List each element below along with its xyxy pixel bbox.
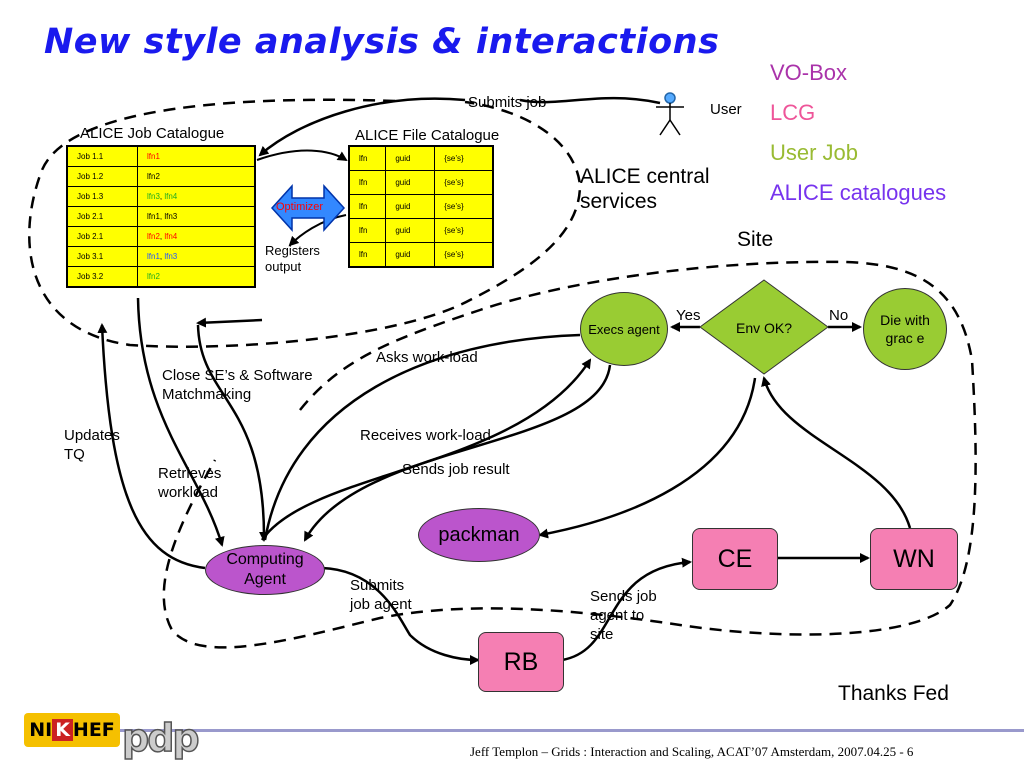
legend-lcg: LCG [770,100,816,125]
job-catalogue-row: Job 3.2 lfn2 [66,266,256,288]
lfn-entry: lfn2 [147,232,160,241]
lfn-entry: lfn4 [164,192,178,201]
job-lfn-cell: lfn1, lfn3 [137,246,256,267]
job-lfn-cell: lfn1, lfn3 [137,206,256,227]
job-id-cell: Job 1.2 [66,166,138,187]
job-lfn-cell: lfn2 [137,266,256,288]
job-id-cell: Job 2.1 [66,206,138,227]
job-id-cell: Job 1.1 [66,145,138,167]
job-id-cell: Job 2.1 [66,226,138,247]
footer-divider [110,729,1024,732]
label-asks-workload: Asks work-load [376,349,478,366]
label-optimizer: Optimizer [276,201,324,213]
central-services-region [28,98,582,348]
file-guid-cell: guid [385,194,436,219]
node-ce: CE [692,528,778,590]
node-execs-agent: Execs agent [580,292,668,366]
node-computing-agent: Computing Agent [205,545,325,595]
label-yes: Yes [676,307,701,324]
label-user: User [710,101,742,118]
thanks-text: Thanks Fed [838,682,949,705]
user-icon [656,92,684,136]
lfn-entry: lfn2 [147,272,160,281]
node-env-ok: Env OK? [735,319,793,336]
lfn-entry: lfn3 [164,212,178,221]
file-guid-cell: guid [385,145,436,171]
footer-text: Jeff Templon – Grids : Interaction and S… [470,744,914,759]
job-catalogue-row: Job 1.1 lfn1 [66,145,256,167]
file-guid-cell: guid [385,242,436,268]
node-die-with-grace: Die with grac e [863,288,947,370]
job-id-cell: Job 1.3 [66,186,138,207]
site-region [162,260,977,649]
job-id-cell: Job 3.1 [66,246,138,267]
file-lfn-cell: lfn [348,194,387,219]
node-packman: packman [418,508,540,562]
legend-vo-box: VO-Box [770,60,848,85]
page-title: New style analysis & interactions [44,22,720,62]
lfn-entry: lfn3 [147,192,160,201]
job-lfn-cell: lfn1 [137,145,256,167]
optimizer-arrow-icon [270,184,346,232]
label-job-catalogue: ALICE Job Catalogue [80,125,225,142]
lfn-entry: lfn1 [147,252,160,261]
file-lfn-cell: lfn [348,170,387,195]
lfn-entry: lfn4 [164,232,178,241]
legend-alice-catalogues: ALICE catalogues [770,180,947,205]
file-guid-cell: guid [385,218,436,243]
env-ok-diamond [699,279,829,375]
lfn-entry: lfn1 [147,152,160,161]
label-sends-job-result: Sends job result [402,461,510,478]
node-rb: RB [478,632,564,692]
job-lfn-cell: lfn2, lfn4 [137,226,256,247]
lfn-entry: lfn1 [147,212,160,221]
pdp-logo: pdp [121,715,200,761]
job-lfn-cell: lfn2 [137,166,256,187]
node-wn: WN [870,528,958,590]
label-receives-workload: Receives work-load [360,427,491,444]
legend-user-job: User Job [770,140,859,165]
lfn-entry: lfn3 [164,252,178,261]
label-file-catalogue: ALICE File Catalogue [355,127,500,144]
file-se-cell: {se’s} [434,145,494,171]
label-site: Site [737,228,774,251]
file-guid-cell: guid [385,170,436,195]
label-submits-job: Submits job [468,94,547,111]
file-lfn-cell: lfn [348,145,387,171]
job-lfn-cell: lfn3, lfn4 [137,186,256,207]
file-se-cell: {se’s} [434,242,494,268]
file-lfn-cell: lfn [348,218,387,243]
file-se-cell: {se’s} [434,194,494,219]
job-id-cell: Job 3.2 [66,266,138,288]
lfn-entry: lfn2 [147,172,160,181]
file-se-cell: {se’s} [434,218,494,243]
file-se-cell: {se’s} [434,170,494,195]
file-lfn-cell: lfn [348,242,387,268]
job-catalogue-row: Job 1.2 lfn2 [66,166,256,187]
label-no: No [829,307,849,324]
